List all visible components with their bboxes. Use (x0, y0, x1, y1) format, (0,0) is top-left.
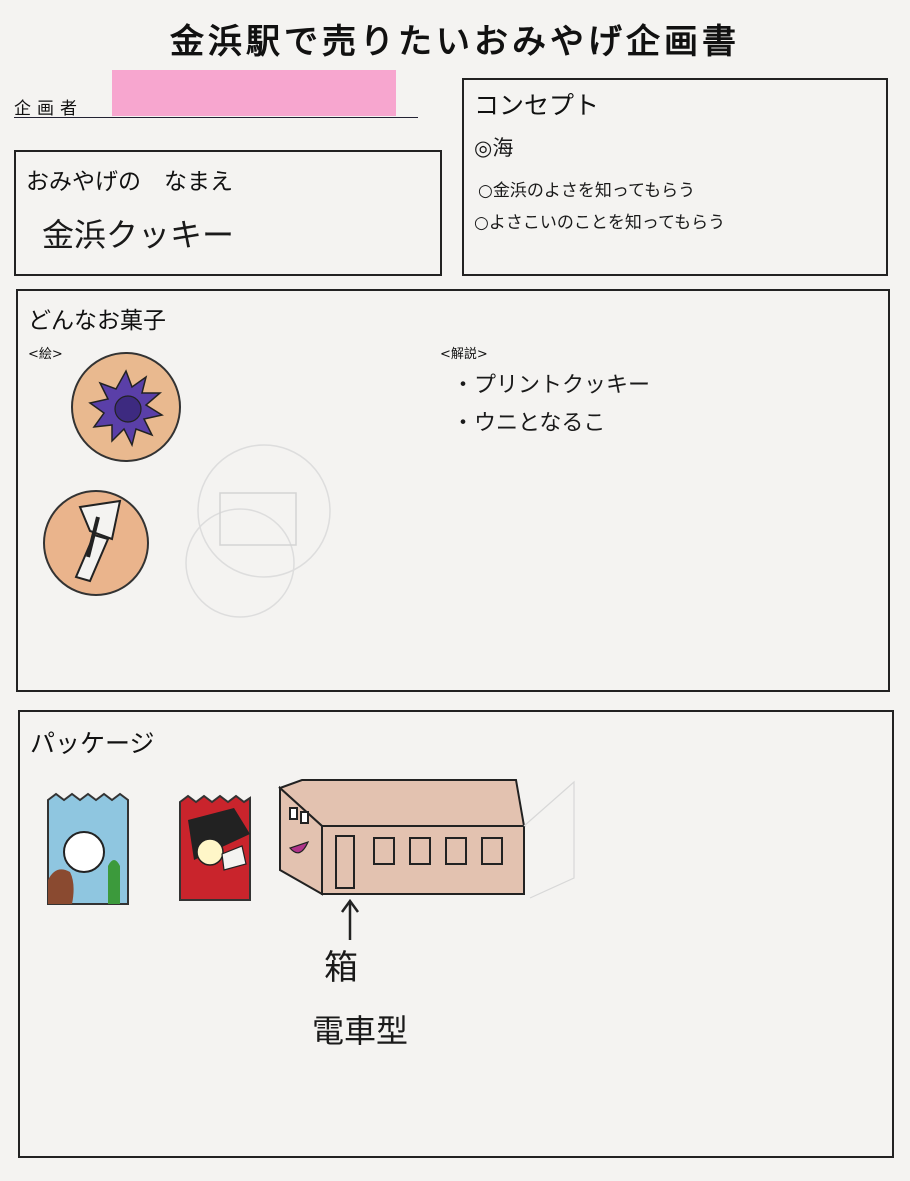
sweets-box-label: どんなお菓子 (28, 308, 166, 334)
explanation-label: <解説> (440, 347, 488, 362)
concept-line-2: ○金浜のよさを知ってもらう (478, 181, 696, 201)
package-note-train-shape: 電車型 (312, 1012, 409, 1050)
concept-box: コンセプト ◎海 ○金浜のよさを知ってもらう ○よさこいのことを知ってもらう (462, 78, 888, 276)
naruko-cookie-drawing (43, 490, 149, 596)
page-title: 金浜駅で売りたいおみやげ企画書 (170, 22, 740, 62)
sweets-note-1: ・プリントクッキー (452, 373, 651, 398)
concept-line-1: ◎海 (474, 136, 514, 160)
arrow-up-icon (340, 898, 360, 940)
package-box: パッケージ 箱 電車型 (18, 710, 894, 1158)
blue-bag-drawing (47, 792, 129, 905)
picture-label: <絵> (28, 347, 63, 362)
redacted-name (112, 70, 396, 116)
train-box-drawing (278, 779, 575, 899)
name-box-label: おみやげの なまえ (26, 169, 233, 195)
urchin-cookie-drawing (71, 352, 181, 462)
name-box: おみやげの なまえ 金浜クッキー (14, 150, 442, 276)
planner-label: 企画者 (14, 99, 83, 119)
concept-line-3: ○よさこいのことを知ってもらう (474, 213, 726, 233)
package-note-box: 箱 (324, 948, 358, 988)
concept-box-label: コンセプト (474, 91, 600, 120)
erased-sketch (185, 444, 331, 618)
sweets-note-2: ・ウニとなるこ (452, 411, 606, 436)
souvenir-name: 金浜クッキー (42, 216, 235, 254)
package-box-label: パッケージ (30, 729, 155, 758)
red-bag-drawing (179, 794, 251, 901)
planner-underline (14, 117, 418, 118)
sweets-box: どんなお菓子 <絵> <解説> ・プリントクッキー ・ウニとなるこ (16, 289, 890, 692)
